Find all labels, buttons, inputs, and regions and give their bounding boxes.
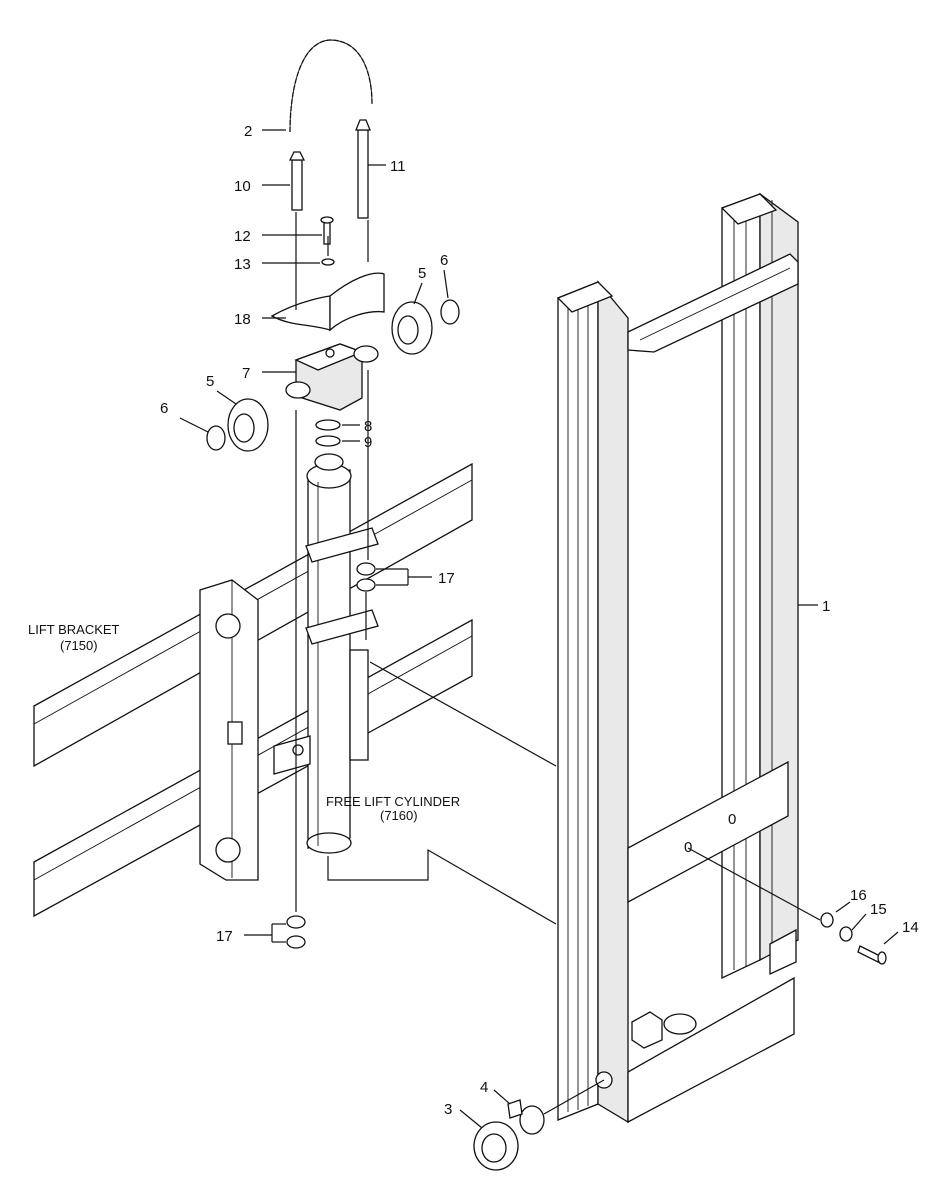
- callout-15: 15: [870, 901, 887, 918]
- free-lift-cylinder: [273, 453, 379, 854]
- nuts-17-upper: [356, 562, 376, 592]
- nuts-17-lower: [286, 915, 306, 949]
- callout-8: 8: [364, 418, 372, 435]
- sheave-right: [391, 301, 433, 355]
- callout-2: 2: [244, 123, 252, 140]
- callout-11: 11: [390, 158, 406, 175]
- callout-4: 4: [480, 1079, 488, 1096]
- callout-5-left: 5: [206, 373, 214, 390]
- callout-10: 10: [234, 178, 251, 195]
- snap-ring-left: [206, 425, 226, 451]
- chain-anchor-rod-right: [355, 119, 371, 219]
- washer-15: [839, 926, 853, 942]
- lift-bracket: [33, 462, 473, 918]
- callout-1: 1: [822, 598, 830, 615]
- callout-5-right: 5: [418, 265, 426, 282]
- shim-4: [507, 1099, 545, 1135]
- callout-12: 12: [234, 228, 251, 245]
- callout-18: 18: [234, 311, 251, 328]
- bolt-14: [857, 945, 887, 965]
- sheave-left: [227, 398, 269, 452]
- free-lift-ref: (7160): [380, 808, 418, 823]
- callout-14: 14: [902, 919, 919, 936]
- bearing-3: [473, 1121, 519, 1171]
- free-lift-title: FREE LIFT CYLINDER: [326, 794, 460, 809]
- plate-mark-lower: 0: [684, 839, 692, 856]
- chain: [289, 39, 373, 133]
- leader-lines: [179, 129, 899, 1129]
- plate-mark-upper: 0: [728, 811, 736, 828]
- callout-6-left: 6: [160, 400, 168, 417]
- lift-bracket-ref: (7150): [60, 638, 98, 653]
- sheave-support-assembly: [270, 216, 385, 411]
- washer-9: [315, 435, 341, 447]
- callout-17-upper: 17: [438, 570, 455, 587]
- callout-3: 3: [444, 1101, 452, 1118]
- callout-16: 16: [850, 887, 867, 904]
- callout-13: 13: [234, 256, 251, 273]
- mast-frame: [556, 192, 799, 1124]
- chain-anchor-rod-left: [288, 151, 306, 211]
- washer-16: [820, 912, 834, 928]
- callout-17-lower: 17: [216, 928, 233, 945]
- callout-7: 7: [242, 365, 250, 382]
- washer-8: [315, 419, 341, 431]
- snap-ring-right: [440, 299, 460, 325]
- callout-6-right: 6: [440, 252, 448, 269]
- callout-9: 9: [364, 434, 372, 451]
- lift-bracket-title: LIFT BRACKET: [28, 622, 120, 637]
